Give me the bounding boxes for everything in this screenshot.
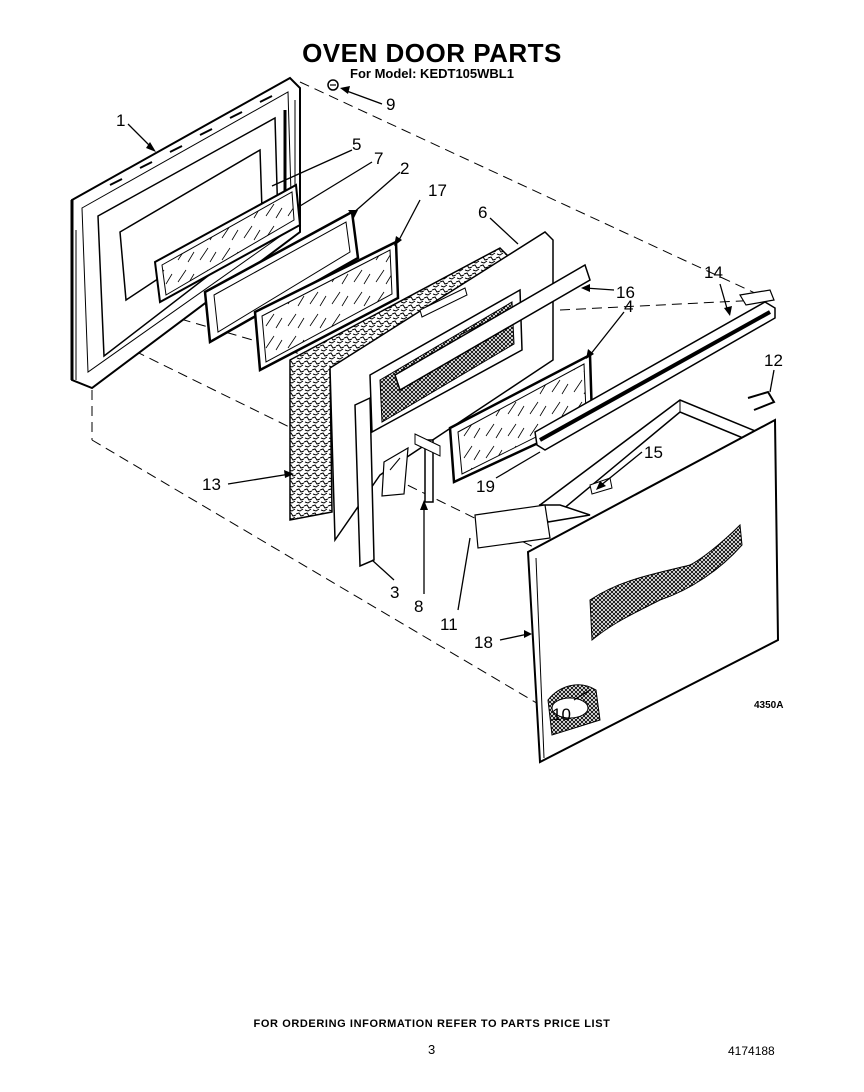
callout-7: 7 — [374, 149, 383, 168]
window-glass-17 — [253, 240, 400, 372]
door-bracket — [381, 446, 409, 497]
model-subtitle: For Model: KEDT105WBL1 — [350, 66, 514, 81]
callout-4: 4 — [624, 297, 633, 316]
screw-part — [327, 79, 339, 91]
callout-12: 12 — [764, 351, 783, 370]
heat-shield — [474, 504, 551, 549]
trim-clip — [747, 390, 776, 411]
callout-19: 19 — [476, 477, 495, 496]
callout-15: 15 — [644, 443, 663, 462]
callout-labels: 1 9 5 7 2 17 6 16 14 4 12 15 19 13 3 8 1… — [116, 95, 783, 724]
glass-retainer-frame — [203, 210, 360, 345]
top-trim-channel — [534, 289, 776, 451]
callout-10: 10 — [552, 705, 571, 724]
outer-door-panel — [526, 418, 780, 764]
callout-17: 17 — [428, 181, 447, 200]
callout-9: 9 — [386, 95, 395, 114]
vent-baffle — [394, 263, 591, 392]
drawing-code: 4350A — [754, 700, 783, 711]
leader-lines — [127, 89, 775, 701]
ordering-note: FOR ORDERING INFORMATION REFER TO PARTS … — [253, 1018, 611, 1030]
callout-6: 6 — [478, 203, 487, 222]
callout-2: 2 — [400, 159, 409, 178]
door-hinge — [414, 433, 441, 503]
window-glass-4 — [448, 352, 594, 484]
page-title: OVEN DOOR PARTS — [302, 38, 562, 68]
callout-5: 5 — [352, 135, 361, 154]
callout-3: 3 — [390, 583, 399, 602]
callout-18: 18 — [474, 633, 493, 652]
inner-glass-panel — [153, 183, 302, 304]
leader-arrowheads — [146, 86, 732, 638]
page-number: 3 — [428, 1042, 436, 1057]
outer-door-frame — [70, 76, 301, 390]
callout-16: 16 — [616, 283, 635, 302]
callout-8: 8 — [414, 597, 423, 616]
side-channel — [354, 396, 375, 568]
callout-1: 1 — [116, 111, 125, 130]
callout-13: 13 — [202, 475, 221, 494]
document-number: 4174188 — [728, 1044, 775, 1058]
callout-14: 14 — [704, 263, 723, 282]
callout-11: 11 — [440, 615, 458, 634]
